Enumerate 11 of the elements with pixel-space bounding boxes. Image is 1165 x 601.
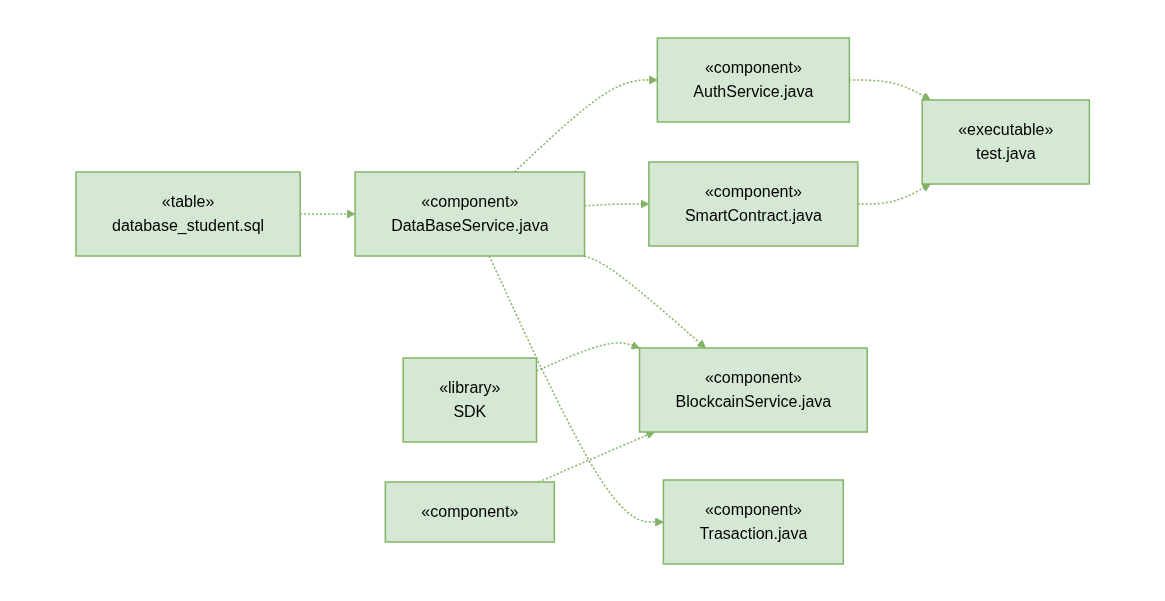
arrow [583,254,706,348]
node-box: «component» DataBaseService.java [354,170,586,257]
node-box: «component» AuthService.java [656,36,850,123]
node-box: «component» SmartContract.java [647,160,859,247]
node-box: «table» database_student.sql [75,170,301,257]
node-box: «component» [384,480,555,543]
node-box: «component» Trasaction.java [662,478,844,565]
arrow [488,254,664,526]
node-box: «component» BlockcainService.java [638,346,868,433]
node-box: «executable» test.java [921,98,1090,185]
node-box: «library» SDK [402,356,538,443]
